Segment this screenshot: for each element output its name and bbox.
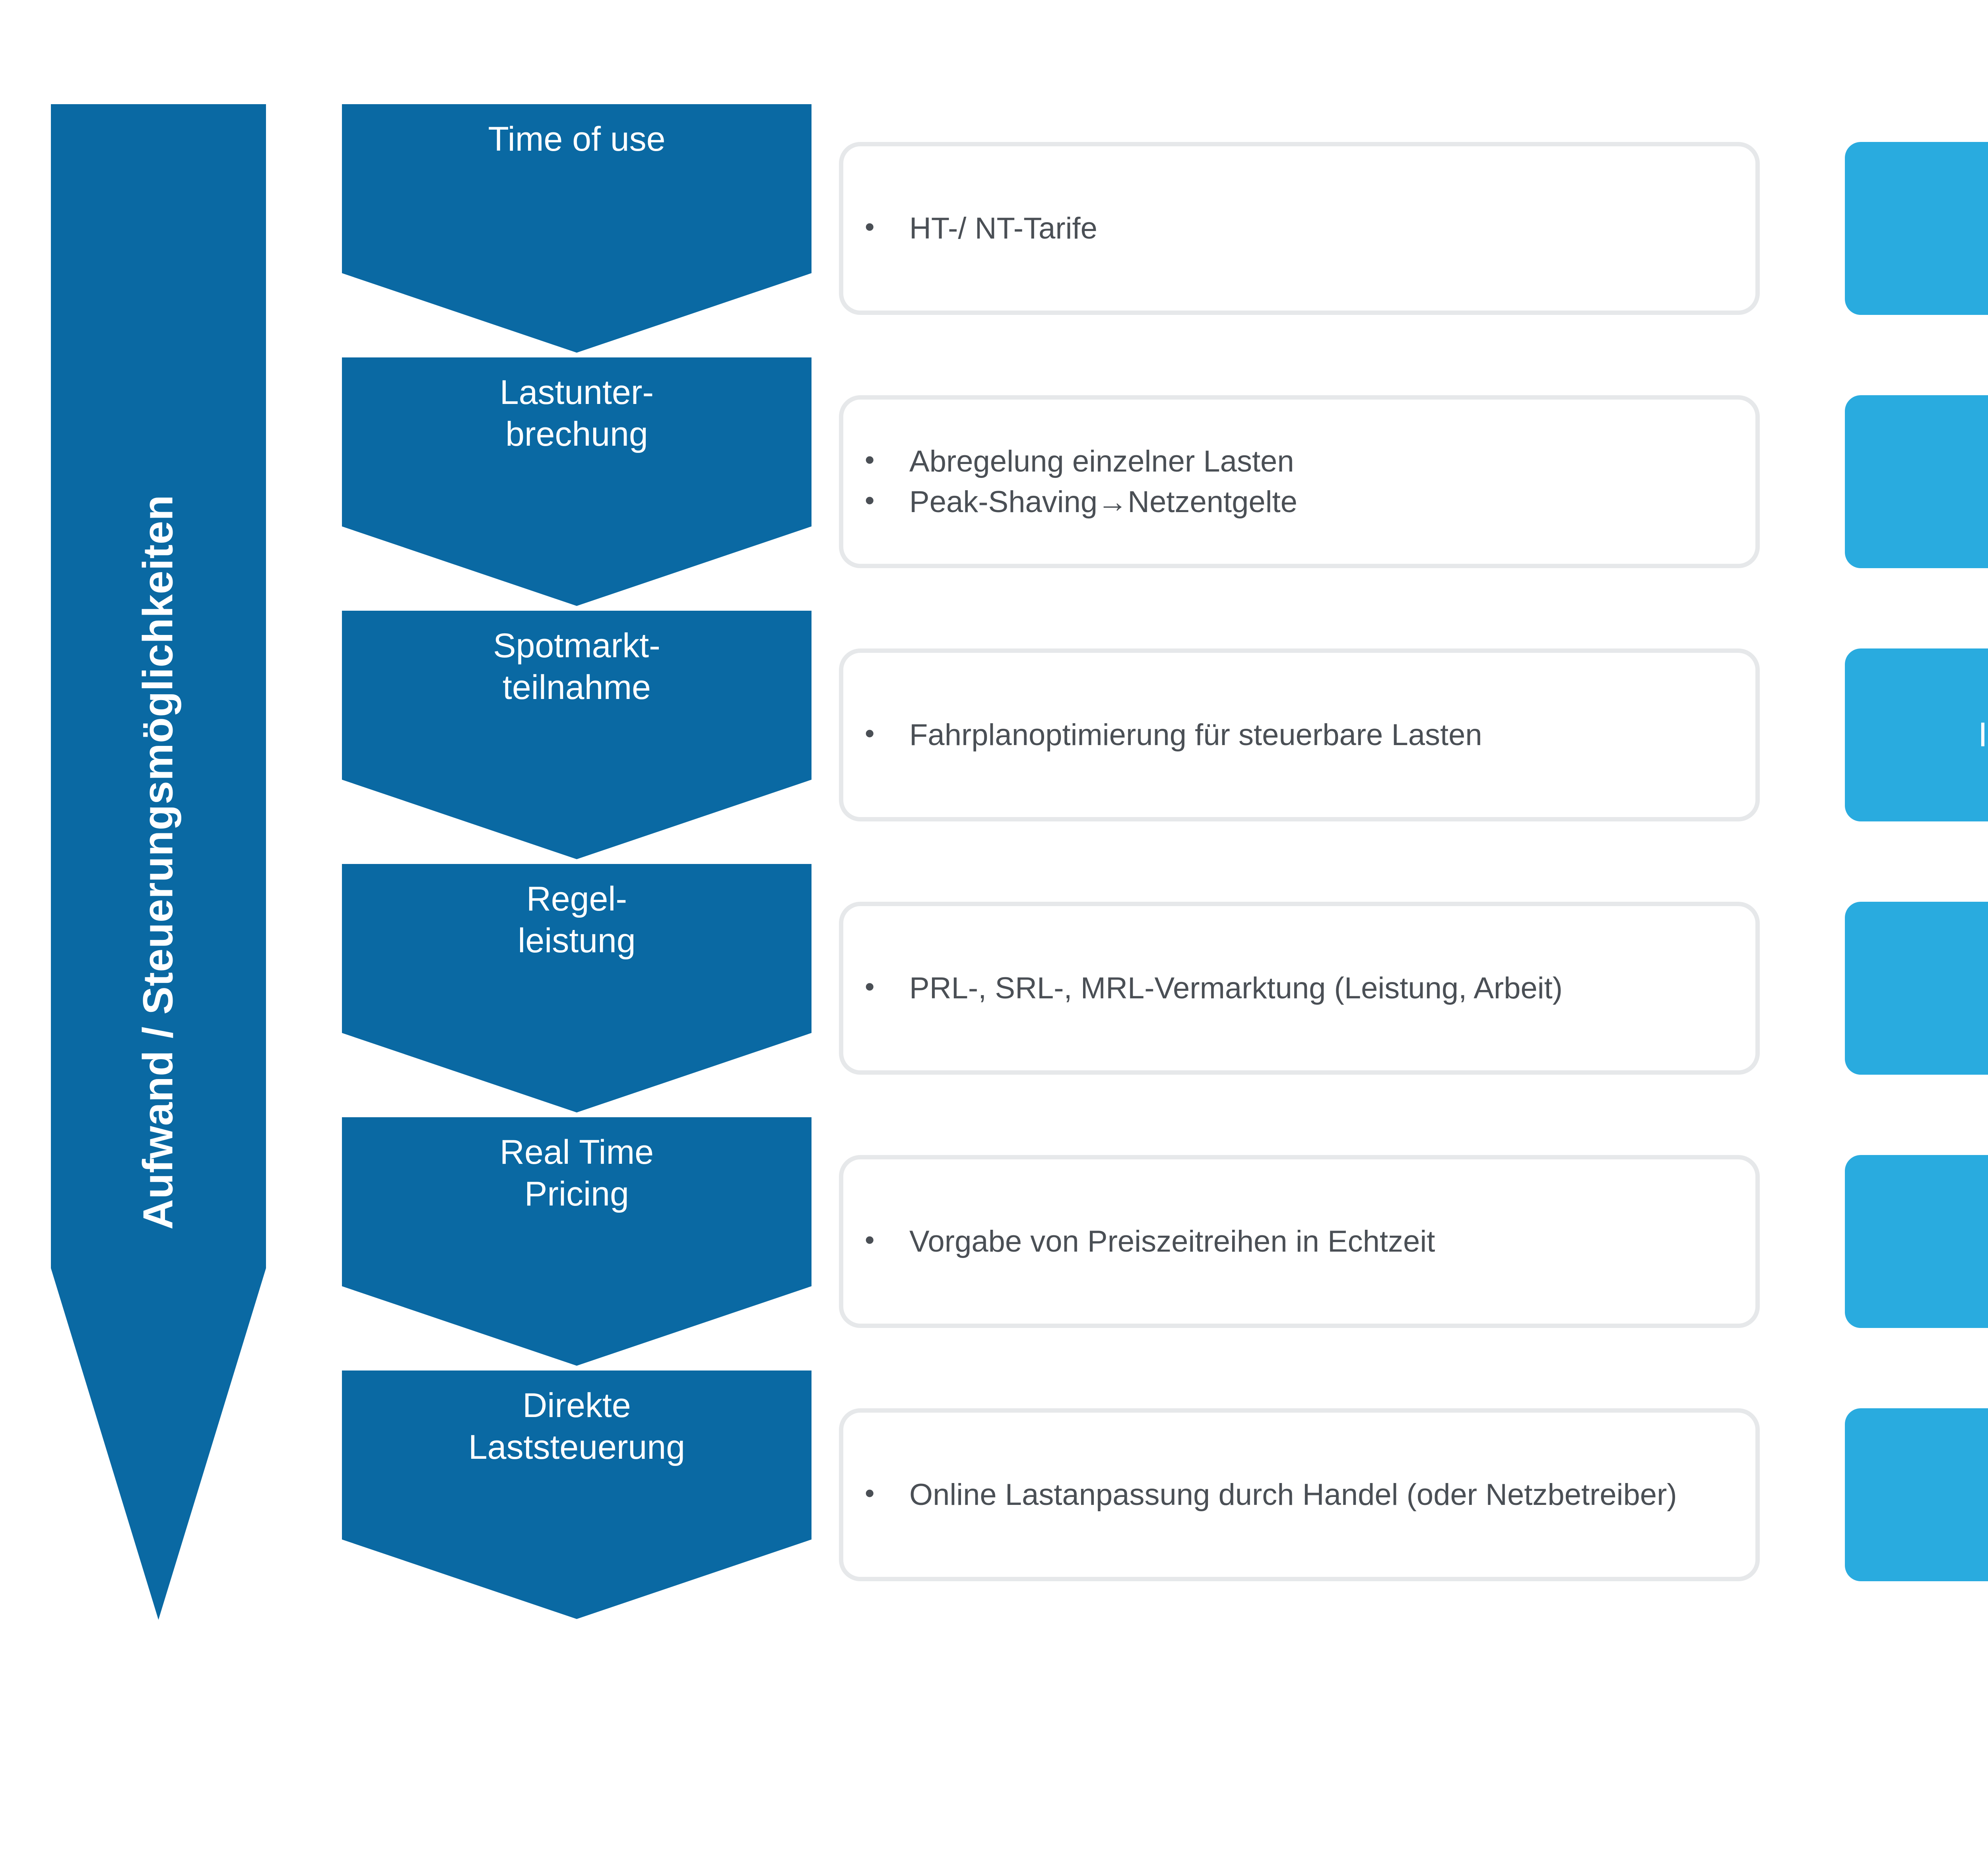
- flexibility-row: Direkte Laststeuerung • Online Lastanpassu…: [0, 1371, 1988, 1619]
- requirement-pill[interactable]: Smart Metering: [1845, 1155, 1988, 1328]
- measure-text: PRL-, SRL-, MRL-Vermarktung (Leistung, A…: [909, 971, 1563, 1005]
- list-item: • Peak-Shaving→Netzentgelte: [858, 482, 1738, 522]
- measures-card: • Abregelung einzelner Lasten • Peak-Shavin…: [839, 395, 1760, 568]
- flexibility-row: Regel- leistung • PRL-, SRL-, MRL-Vermarkt…: [0, 864, 1988, 1112]
- list-item: • Vorgabe von Preiszeitreihen in Echtzeit: [858, 1221, 1738, 1262]
- stage-label: Lastunter- brechung: [499, 373, 654, 453]
- measure-text: HT-/ NT-Tarife: [909, 211, 1097, 245]
- flexibility-row: Real Time Pricing • Vorgabe von Preiszeitr…: [0, 1117, 1988, 1366]
- bullet-dot-icon: •: [865, 1224, 875, 1255]
- list-item: • Online Lastanpassung durch Handel (oder…: [858, 1475, 1738, 1515]
- measure-text: Online Lastanpassung durch Handel (oder …: [909, 1477, 1677, 1512]
- bullet-dot-icon: •: [865, 484, 875, 516]
- stage-label: Spotmarkt- teilnahme: [493, 627, 660, 707]
- bullet-dot-icon: •: [865, 444, 875, 475]
- flexibility-row: Spotmarkt- teilnahme • Fahrplanoptimierung…: [0, 611, 1988, 859]
- measure-text: Peak-Shaving→Netzentgelte: [909, 485, 1297, 519]
- list-item: • Abregelung einzelner Lasten: [858, 441, 1738, 482]
- measures-card: • Vorgabe von Preiszeitreihen in Echtzeit: [839, 1155, 1760, 1328]
- measure-text: Fahrplanoptimierung für steuerbare Laste…: [909, 718, 1482, 752]
- bullet-dot-icon: •: [865, 971, 875, 1002]
- requirement-pill[interactable]: Tarifgestaltung: [1845, 142, 1988, 315]
- measure-text: Abregelung einzelner Lasten: [909, 444, 1294, 478]
- stage-chevron[interactable]: Spotmarkt- teilnahme: [342, 611, 812, 859]
- stage-chevron[interactable]: Real Time Pricing: [342, 1117, 812, 1366]
- requirement-pill[interactable]: IKT-Anbindung: [1845, 395, 1988, 568]
- requirement-pill[interactable]: Integration Bilanzkreis: [1845, 648, 1988, 821]
- bullet-dot-icon: •: [865, 717, 875, 749]
- measures-card: • Online Lastanpassung durch Handel (oder…: [839, 1408, 1760, 1581]
- requirement-label: Integration Bilanzkreis: [1978, 716, 1988, 754]
- stage-label: Regel- leistung: [518, 880, 636, 960]
- flexibility-rows: Time of use • HT-/ NT-Tarife Tarifgestaltun…: [0, 104, 1988, 1620]
- list-item: • Fahrplanoptimierung für steuerbare Last…: [858, 715, 1738, 755]
- measures-card: • HT-/ NT-Tarife: [839, 142, 1760, 315]
- measures-card: • Fahrplanoptimierung für steuerbare Last…: [839, 648, 1760, 821]
- stage-chevron[interactable]: Regel- leistung: [342, 864, 812, 1112]
- list-item: • HT-/ NT-Tarife: [858, 208, 1738, 249]
- effort-axis-arrow: Aufwand / Steuerungsmöglichkeiten: [51, 104, 266, 1620]
- measure-text: Vorgabe von Preiszeitreihen in Echtzeit: [909, 1224, 1435, 1258]
- requirement-pill[interactable]: Präqualifikation: [1845, 902, 1988, 1075]
- flexibility-row: Lastunter- brechung • Abregelung einzelner…: [0, 357, 1988, 606]
- requirement-pill[interactable]: Echtzeit-Steuerung: [1845, 1408, 1988, 1581]
- stage-label: Real Time Pricing: [499, 1133, 654, 1213]
- bullet-dot-icon: •: [865, 1477, 875, 1508]
- bullet-dot-icon: •: [865, 211, 875, 242]
- list-item: • PRL-, SRL-, MRL-Vermarktung (Leistung, …: [858, 968, 1738, 1009]
- stage-chevron[interactable]: Direkte Laststeuerung: [342, 1371, 812, 1619]
- stage-label: Time of use: [488, 120, 666, 158]
- flexibility-row: Time of use • HT-/ NT-Tarife Tarifgestaltun…: [0, 104, 1988, 353]
- stage-label: Direkte Laststeuerung: [468, 1386, 685, 1466]
- stage-chevron[interactable]: Lastunter- brechung: [342, 357, 812, 606]
- measures-card: • PRL-, SRL-, MRL-Vermarktung (Leistung, …: [839, 902, 1760, 1075]
- stage-chevron[interactable]: Time of use: [342, 104, 812, 353]
